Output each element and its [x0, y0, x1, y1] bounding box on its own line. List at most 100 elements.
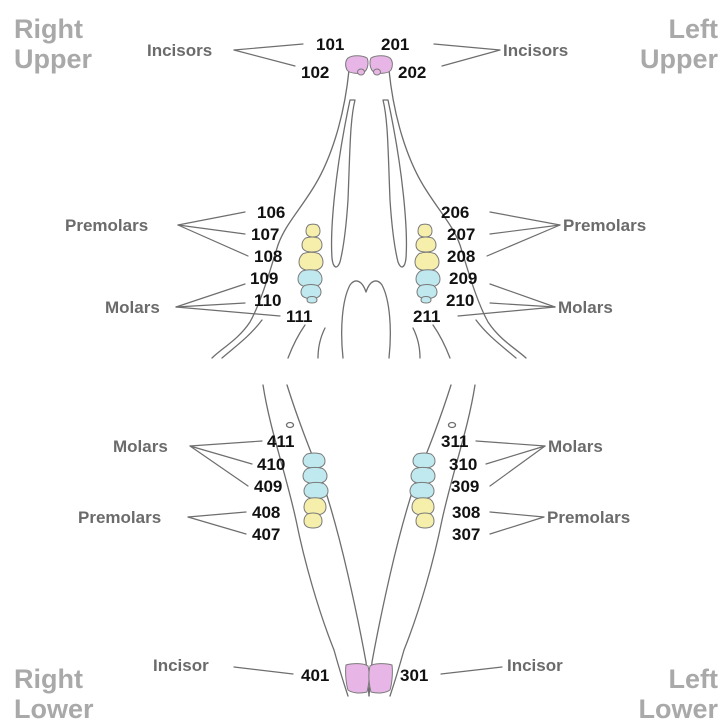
leader-molars-right-409 — [190, 446, 248, 486]
tooth-numbers: 101 102 106 107 108 109 110 111 201 202 … — [250, 35, 480, 685]
lower-jaw-inner-right — [287, 385, 369, 696]
number-211: 211 — [413, 307, 440, 326]
upper-incisors — [346, 56, 393, 75]
tooth-407 — [304, 513, 322, 528]
mental-foramen-right — [287, 423, 294, 428]
leader-premolars-right-407 — [188, 517, 246, 534]
leader-premolars-left-307 — [490, 517, 544, 534]
number-401: 401 — [301, 666, 329, 685]
tooth-108 — [299, 252, 323, 270]
leader-incisors-left-202 — [442, 50, 500, 66]
label-premolars-upper-right: Premolars — [65, 216, 148, 235]
label-premolars-lower-right: Premolars — [78, 508, 161, 527]
leader-lines — [176, 44, 560, 674]
tooth-206 — [418, 224, 432, 237]
number-208: 208 — [447, 247, 475, 266]
leader-incisors-right-101 — [234, 44, 303, 50]
group-labels: Incisors Incisors Premolars Premolars Mo… — [65, 41, 646, 675]
tooth-207 — [416, 237, 436, 252]
label-incisors-right: Incisors — [147, 41, 212, 60]
leader-incisors-left-201 — [434, 44, 500, 50]
leader-premolars-left-206 — [490, 212, 560, 225]
number-110: 110 — [254, 291, 281, 310]
leader-incisor-left-301 — [441, 667, 502, 674]
number-201: 201 — [381, 35, 409, 54]
leader-molars-right-410 — [190, 446, 252, 464]
tooth-401 — [346, 664, 369, 693]
number-408: 408 — [252, 503, 280, 522]
number-206: 206 — [441, 203, 469, 222]
leader-molars-right-411 — [190, 441, 262, 446]
palate-notch — [342, 281, 391, 358]
number-102: 102 — [301, 63, 329, 82]
number-310: 310 — [449, 455, 477, 474]
number-111: 111 — [286, 307, 313, 326]
leader-incisors-right-102 — [234, 50, 295, 66]
label-premolars-lower-left: Premolars — [547, 508, 630, 527]
number-107: 107 — [251, 225, 279, 244]
number-109: 109 — [250, 269, 278, 288]
label-molars-lower-left: Molars — [548, 437, 603, 456]
leader-molars-left-310 — [486, 446, 545, 464]
label-molars-lower-right: Molars — [113, 437, 168, 456]
upper-jaw-inner-left — [476, 320, 516, 358]
upper-jaw-inner-right — [222, 320, 262, 358]
tooth-107 — [302, 237, 322, 252]
tooth-308 — [412, 498, 434, 515]
tooth-208 — [415, 252, 439, 270]
number-409: 409 — [254, 477, 282, 496]
number-207: 207 — [447, 225, 475, 244]
number-106: 106 — [257, 203, 285, 222]
palate-ridge-left — [383, 100, 406, 267]
leader-premolars-left-308 — [490, 512, 544, 517]
number-101: 101 — [316, 35, 344, 54]
leader-incisor-right-401 — [234, 667, 293, 674]
label-molars-upper-right: Molars — [105, 298, 160, 317]
number-410: 410 — [257, 455, 285, 474]
leader-molars-left-309 — [490, 446, 545, 486]
tooth-409 — [304, 482, 328, 498]
label-incisor-lower-right: Incisor — [153, 656, 209, 675]
tooth-307 — [416, 513, 434, 528]
tooth-309 — [410, 482, 434, 498]
tooth-106 — [306, 224, 320, 237]
leader-molars-left-311 — [476, 441, 545, 446]
lower-jaw-inner-left — [369, 385, 451, 696]
number-108: 108 — [254, 247, 282, 266]
tooth-211 — [421, 297, 431, 303]
tooth-301 — [369, 664, 392, 693]
tooth-202 — [374, 69, 381, 75]
upper-inner-fold-left-2 — [413, 328, 420, 358]
leader-premolars-right-106 — [178, 212, 245, 225]
upper-inner-fold-right-2 — [318, 328, 325, 358]
label-molars-upper-left: Molars — [558, 298, 613, 317]
number-308: 308 — [452, 503, 480, 522]
tooth-411 — [303, 453, 325, 468]
number-311: 311 — [441, 432, 468, 451]
tooth-410 — [303, 467, 327, 483]
number-411: 411 — [267, 432, 294, 451]
cheek-teeth — [298, 224, 440, 528]
number-209: 209 — [449, 269, 477, 288]
number-301: 301 — [400, 666, 428, 685]
tooth-310 — [411, 467, 435, 483]
tooth-102 — [358, 69, 365, 75]
mental-foramen-left — [449, 423, 456, 428]
upper-inner-fold-left — [433, 325, 450, 358]
number-407: 407 — [252, 525, 280, 544]
tooth-408 — [304, 498, 326, 515]
leader-premolars-right-408 — [188, 512, 246, 517]
number-210: 210 — [446, 291, 474, 310]
label-incisors-left: Incisors — [503, 41, 568, 60]
label-premolars-upper-left: Premolars — [563, 216, 646, 235]
number-309: 309 — [451, 477, 479, 496]
tooth-311 — [413, 453, 435, 468]
upper-inner-fold-right — [288, 325, 305, 358]
palate-ridge-right — [332, 100, 355, 267]
number-307: 307 — [452, 525, 480, 544]
label-incisor-lower-left: Incisor — [507, 656, 563, 675]
number-202: 202 — [398, 63, 426, 82]
tooth-111 — [307, 297, 317, 303]
